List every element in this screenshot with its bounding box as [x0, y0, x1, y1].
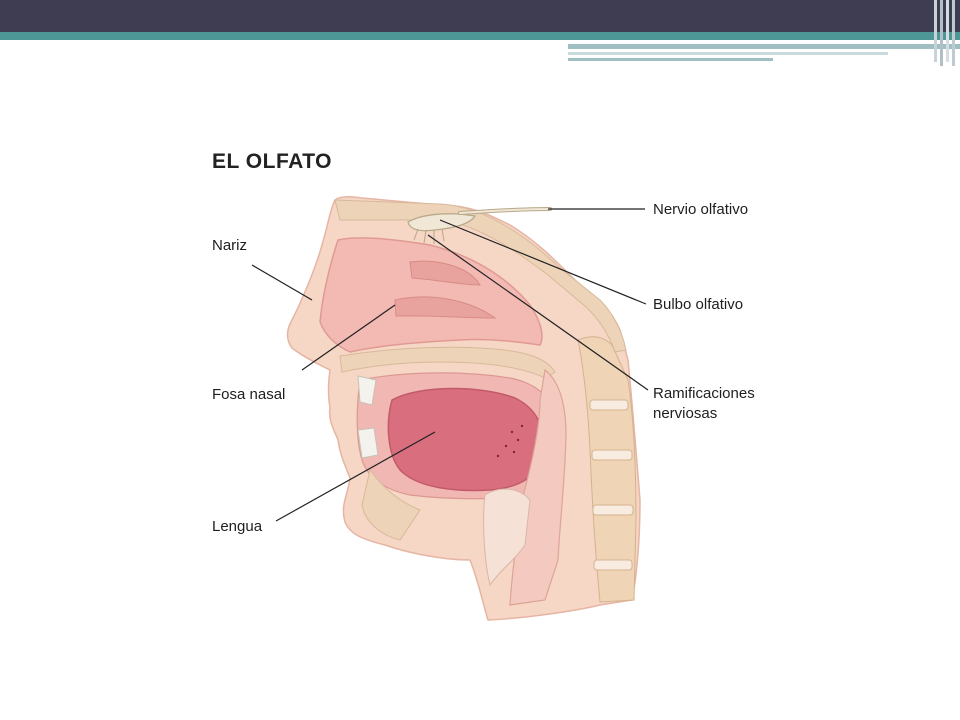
- leader-bulbo-olfativo: [439, 219, 647, 305]
- jaw-bone: [361, 468, 421, 541]
- nasal-cavity: [319, 237, 543, 353]
- tongue: [387, 387, 545, 492]
- leader-fosa-nasal: [301, 304, 396, 371]
- teeth: [357, 375, 379, 459]
- label-nervio-olfativo: Nervio olfativo: [653, 201, 749, 218]
- tongue-papillae: [496, 424, 524, 458]
- epiglottis: [483, 488, 531, 587]
- skull-bone: [334, 199, 627, 353]
- nasal-turbinates: [394, 260, 497, 319]
- label-nariz: Nariz: [212, 237, 248, 254]
- leader-lines: [251, 208, 649, 522]
- label-lengua: Lengua: [212, 518, 263, 535]
- leader-nariz: [251, 264, 313, 301]
- diagram-title: EL OLFATO: [212, 150, 333, 173]
- label-bulbo-olfativo: Bulbo olfativo: [653, 296, 744, 313]
- leader-ramificaciones: [427, 234, 649, 391]
- leader-lengua: [275, 431, 436, 522]
- nerve-branches: [413, 228, 445, 244]
- slide-top-bar: [0, 0, 960, 32]
- label-fosa-nasal: Fosa nasal: [212, 386, 286, 403]
- label-ramificaciones-line2: nerviosas: [653, 405, 718, 422]
- slide-header-decoration: [568, 0, 960, 66]
- slide-accent-bar: [0, 32, 960, 40]
- label-ramificaciones-line1: Ramificaciones: [653, 385, 755, 402]
- olfactory-nerve-inner: [459, 208, 551, 214]
- vertebrae: [589, 399, 634, 571]
